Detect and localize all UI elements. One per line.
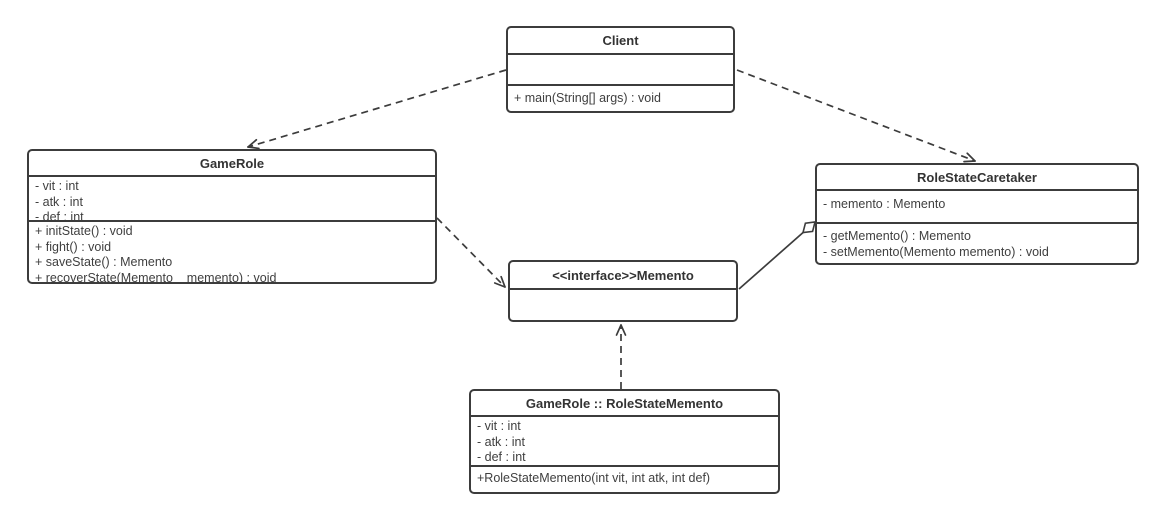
field-line: - vit : int [35, 179, 79, 193]
field-line: - atk : int [35, 194, 83, 209]
field-line: - atk : int [477, 434, 525, 449]
method-line: + saveState() : Memento [35, 255, 173, 269]
class-title-memento-interface: <<interface>>Memento [510, 262, 736, 290]
methods-compartment-rolestatecaretaker: - getMemento() : Memento - setMemento(Me… [817, 224, 1137, 263]
fields-compartment-client [508, 55, 733, 86]
class-title-gamerole: GameRole [29, 151, 435, 177]
body-compartment-memento-interface [510, 290, 736, 320]
fields-compartment-gamerole: - vit : int - atk : int - def : int [29, 177, 435, 222]
method-line: + fight() : void [35, 239, 112, 254]
method-line: + main(String[] args) : void [514, 91, 661, 105]
field-line: - def : int [477, 450, 526, 464]
field-line: - memento : Memento [823, 197, 946, 211]
field-line: - def : int [35, 210, 84, 222]
method-line: - setMemento(Memento memento) : void [823, 244, 1049, 259]
method-line: + recoverState(Memento memento) : void [35, 270, 277, 283]
methods-compartment-client: + main(String[] args) : void [508, 86, 733, 111]
dependency-client-to-gamerole [247, 69, 507, 150]
class-title-rolestatecaretaker: RoleStateCaretaker [817, 165, 1137, 191]
dependency-gamerole-to-memento [436, 217, 506, 288]
class-title-client: Client [508, 28, 733, 55]
method-line: - getMemento() : Memento [823, 229, 971, 243]
class-box-rolestatememento: GameRole :: RoleStateMemento - vit : int… [469, 389, 780, 494]
class-box-client: Client + main(String[] args) : void [506, 26, 735, 113]
dependency-client-to-rolestatecaretaker [736, 69, 976, 163]
methods-compartment-rolestatememento: +RoleStateMemento(int vit, int atk, int … [471, 467, 778, 492]
method-line: +RoleStateMemento(int vit, int atk, int … [477, 471, 711, 485]
methods-compartment-gamerole: + initState() : void + fight() : void + … [29, 222, 435, 282]
fields-compartment-rolestatememento: - vit : int - atk : int - def : int [471, 417, 778, 467]
field-line: - vit : int [477, 419, 521, 433]
class-box-gamerole: GameRole - vit : int - atk : int - def :… [27, 149, 437, 284]
realization-gamerolerolestatememento-to-memento [615, 324, 627, 389]
fields-compartment-rolestatecaretaker: - memento : Memento [817, 191, 1137, 224]
class-title-rolestatememento: GameRole :: RoleStateMemento [471, 391, 778, 417]
aggregation-rolestatecaretaker-to-memento [738, 221, 817, 290]
method-line: + initState() : void [35, 224, 133, 238]
class-box-memento-interface: <<interface>>Memento [508, 260, 738, 322]
class-box-rolestatecaretaker: RoleStateCaretaker - memento : Memento -… [815, 163, 1139, 265]
